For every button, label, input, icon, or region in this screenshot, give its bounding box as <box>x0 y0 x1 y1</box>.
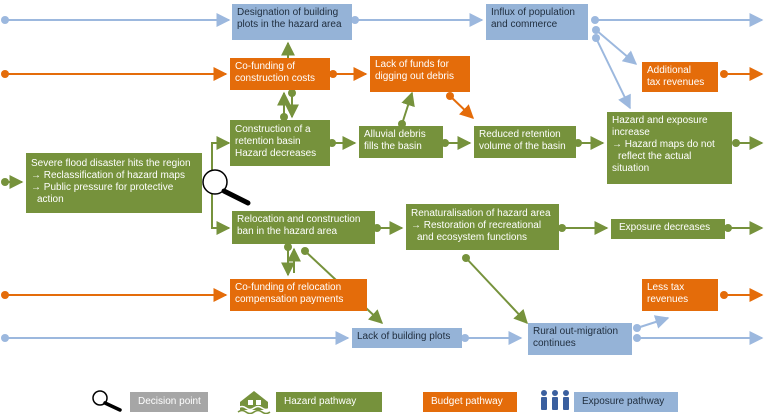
node-lack-plots: Lack of building plots <box>352 328 462 348</box>
node-severe-flood: Severe flood disaster hits the region→ R… <box>26 153 202 213</box>
node-text-line: fills the basin <box>364 141 422 152</box>
node-text-line: action <box>37 194 64 205</box>
node-text-line: Co-funding of relocation <box>235 282 342 293</box>
node-text-line: Exposure decreases <box>619 222 711 233</box>
arrow-influx-hazard-exposure <box>592 34 631 110</box>
node-text-line: Relocation and construction <box>237 214 361 225</box>
arrow-alluvial-lack-funds <box>398 91 415 128</box>
node-text-line: → Restoration of recreational <box>411 220 542 231</box>
node-text-line: situation <box>612 163 650 174</box>
node-text-line: Designation of building <box>237 7 339 18</box>
arrow-decision-basin <box>211 136 231 182</box>
node-text-line: volume of the basin <box>479 141 566 152</box>
arrow-lack-funds-reduced <box>446 92 475 119</box>
node-text-line: Reduced retention <box>479 129 561 140</box>
node-text-line: plots in the hazard area <box>237 19 342 30</box>
node-text-line: Alluvial debris <box>364 129 426 140</box>
arrow-decision-relocation <box>211 182 231 235</box>
node-text-line: Severe flood disaster hits the region <box>31 158 191 169</box>
node-text-line: and ecosystem functions <box>417 232 528 243</box>
node-text-line: and commerce <box>491 19 558 30</box>
node-exposure-decreases: Exposure decreases <box>611 219 725 239</box>
node-text-line: Co-funding of <box>235 61 296 72</box>
node-text-line: digging out debris <box>375 71 454 82</box>
legend-magnifier-icon <box>92 390 122 412</box>
node-text-line: Hazard decreases <box>235 148 317 159</box>
arrow-influx-additional-tax <box>592 26 638 65</box>
node-text-line: increase <box>612 127 650 138</box>
legend-exposure-pathway: Exposure pathway <box>574 392 678 412</box>
node-text-line: compensation payments <box>235 294 344 305</box>
legend-flood-house-icon <box>237 391 271 414</box>
legend-decision-point: Decision point <box>130 392 208 412</box>
node-text-line: Hazard and exposure <box>612 115 708 126</box>
legend-people-icon <box>541 390 569 410</box>
arrow-renaturalisation-rural <box>462 254 528 325</box>
node-text-line: reflect the actual <box>618 151 692 162</box>
node-text-line: → Reclassification of hazard maps <box>31 170 185 181</box>
node-text-line: Rural out-migration <box>533 326 619 337</box>
node-text-line: tax revenues <box>647 77 705 88</box>
node-text-line: ban in the hazard area <box>237 226 338 237</box>
node-renaturalisation: Renaturalisation of hazard area→ Restora… <box>406 204 559 250</box>
node-text-line: Influx of population <box>491 7 575 18</box>
node-text-line: Less tax <box>647 282 685 293</box>
node-text-line: Additional <box>647 65 691 76</box>
node-text-line: Renaturalisation of hazard area <box>411 208 551 219</box>
legend-budget-pathway: Budget pathway <box>423 392 517 412</box>
node-text-line: → Public pressure for protective <box>31 182 174 193</box>
arrow-rural-less-tax <box>633 315 670 332</box>
budget-arrows <box>1 67 764 302</box>
exposure-arrows <box>1 13 764 345</box>
node-text-line: Lack of funds for <box>375 59 449 70</box>
node-text-line: Lack of building plots <box>357 331 451 342</box>
legend-hazard-pathway: Hazard pathway <box>276 392 382 412</box>
node-text-line: continues <box>533 338 576 349</box>
node-text-line: retention basin <box>235 136 301 147</box>
node-text-line: construction costs <box>235 73 316 84</box>
decision-point-magnifier-icon <box>202 169 251 206</box>
node-text-line: → Hazard maps do not <box>612 139 715 150</box>
node-text-line: revenues <box>647 294 689 305</box>
node-text-line: Construction of a <box>235 124 311 135</box>
